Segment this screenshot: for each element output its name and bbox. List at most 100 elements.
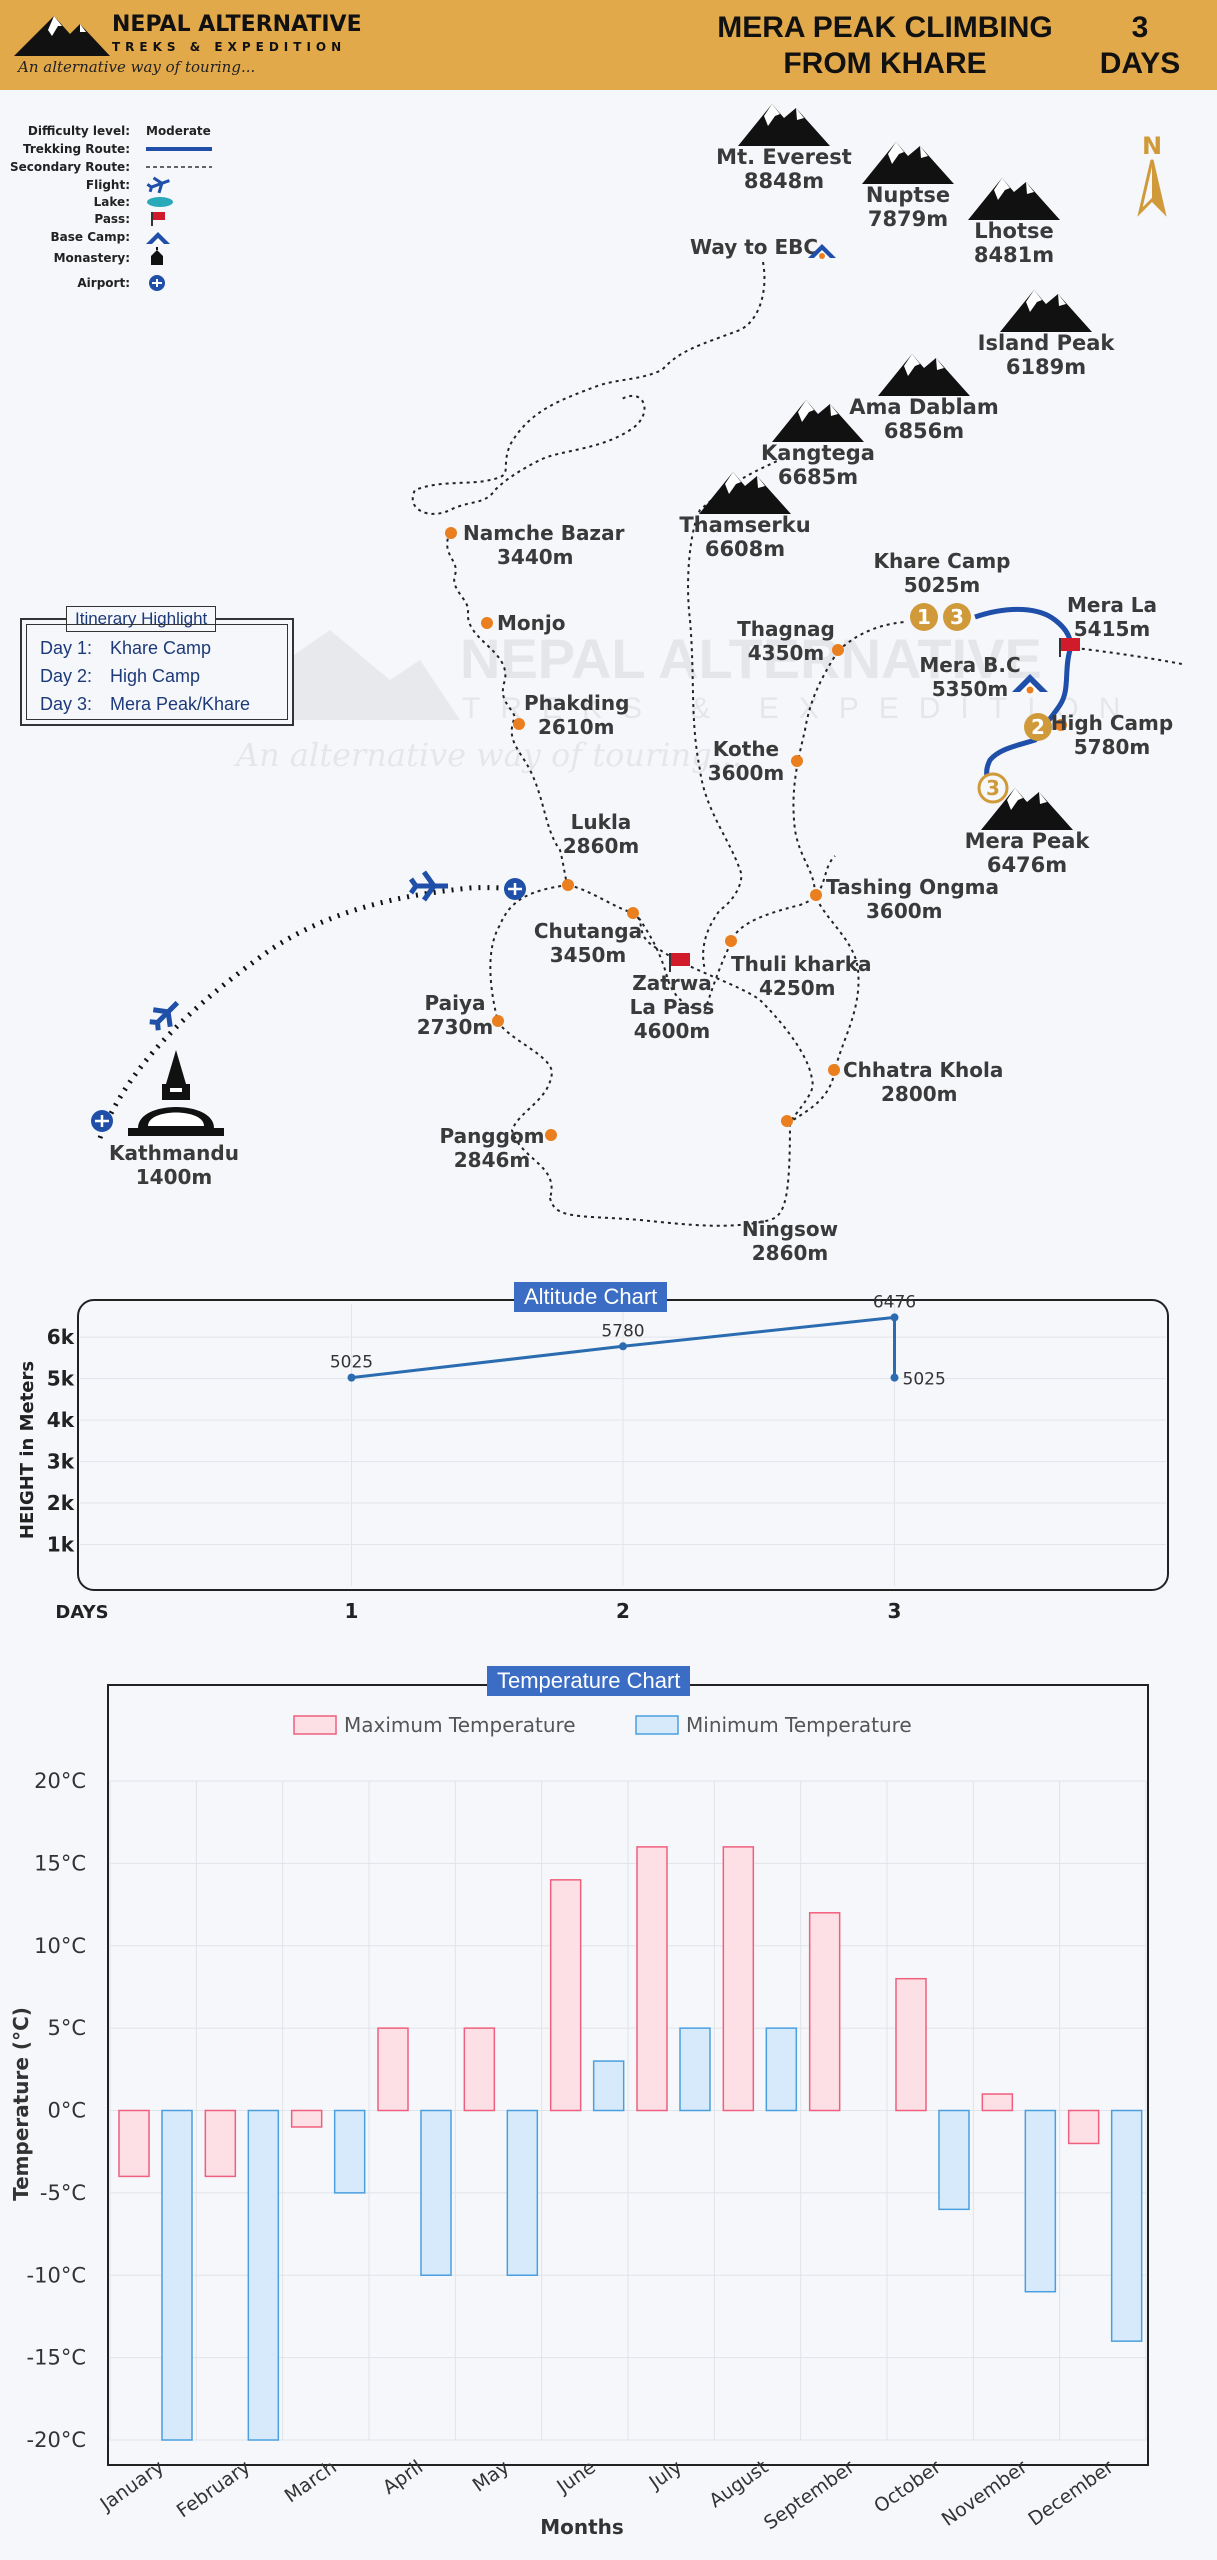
secondary-routes (97, 261, 1183, 1227)
stop-marker (445, 527, 457, 539)
stop-marker (627, 907, 639, 919)
max-temp-bar (981, 2093, 1014, 2112)
place-label: Kathmandu (109, 1141, 239, 1165)
place-label: Ningsow (742, 1217, 838, 1241)
plane-icon (149, 1000, 180, 1031)
stop-marker (828, 1064, 840, 1076)
altitude-data-label: 5025 (330, 1353, 373, 1373)
svg-text:Thamserku: Thamserku (679, 513, 810, 537)
svg-text:Mt. Everest: Mt. Everest (716, 145, 852, 169)
min-temp-bar (592, 2060, 625, 2112)
legend-label: Airport: (77, 276, 130, 290)
y-tick-label: 5°C (47, 2016, 86, 2040)
place-label: 4350m (748, 641, 825, 665)
min-temp-bar (765, 2027, 798, 2112)
svg-text:6476m: 6476m (987, 853, 1067, 877)
y-tick-label: 4k (47, 1408, 75, 1432)
day-markers: 1 3 2 3 (910, 603, 1052, 804)
x-tick-label: February (173, 2456, 255, 2522)
place-label: Tashing Ongma (826, 875, 999, 899)
legend-label: Monastery: (54, 251, 130, 265)
place-label: Kothe (713, 737, 779, 761)
north-arrow-icon: N (1137, 132, 1167, 217)
svg-text:An alternative way of touring.: An alternative way of touring... (233, 736, 742, 774)
place-label: 5350m (932, 677, 1009, 701)
brand-logo-mountain-icon (14, 16, 110, 56)
place-label: 5780m (1074, 735, 1151, 759)
route-stops (445, 527, 1067, 1141)
altitude-data-label: 5025 (903, 1370, 946, 1390)
itinerary-day-label: Day 2: (40, 666, 93, 686)
svg-text:3: 3 (950, 605, 964, 629)
place-label: 5025m (904, 573, 981, 597)
day-marker (1024, 713, 1052, 741)
itinerary-day-text: Mera Peak/Khare (110, 694, 251, 714)
lake-icon (147, 197, 173, 207)
max-temp-bar (204, 2109, 237, 2178)
min-temp-bar (938, 2109, 970, 2211)
day-marker (943, 603, 971, 631)
svg-text:2: 2 (1031, 715, 1045, 739)
svg-text:Kangtega: Kangtega (761, 441, 875, 465)
svg-text:3: 3 (986, 776, 1000, 800)
x-tick-label: March (281, 2456, 341, 2507)
y-tick-label: -5°C (40, 2181, 86, 2205)
svg-text:Mera Peak: Mera Peak (965, 829, 1091, 853)
temperature-y-axis-label: Temperature (°C) (9, 2007, 33, 2201)
stop-marker (481, 617, 493, 629)
max-temp-bar (1067, 2109, 1100, 2145)
place-label: Thuli kharka (731, 952, 872, 976)
legend-label: Flight: (86, 178, 130, 192)
legend-difficulty-value: Moderate (146, 124, 211, 138)
y-tick-label: -20°C (27, 2428, 86, 2452)
min-temp-bar (333, 2109, 366, 2194)
itinerary-day: Day 1:Khare Camp (40, 638, 211, 659)
peak-mera-peak: Mera Peak 6476m (965, 788, 1091, 877)
place-label: 3440m (497, 545, 574, 569)
tent-icon (1012, 674, 1048, 694)
title-line-2: FROM KHARE (783, 47, 987, 80)
altitude-point (890, 1313, 899, 1322)
temperature-chart-title: Temperature Chart (487, 1666, 691, 1696)
max-temp-bar (636, 1846, 668, 2112)
place-label: Panggom (439, 1124, 544, 1148)
x-tick-label: September (760, 2456, 859, 2534)
x-tick-label: 3 (888, 1599, 902, 1623)
place-label: Zatrwa (632, 971, 711, 995)
legend-label: Base Camp: (51, 230, 131, 244)
mountain-icon (862, 142, 954, 184)
max-temp-bar (290, 2109, 323, 2128)
y-tick-label: 5k (47, 1367, 75, 1391)
stop-marker (1055, 719, 1067, 731)
svg-text:8848m: 8848m (744, 169, 824, 193)
peak-island-peak: Island Peak 6189m (978, 290, 1115, 379)
itinerary-title: Itinerary Highlight (66, 606, 217, 632)
x-tick-label: June (552, 2456, 599, 2498)
svg-text:7879m: 7879m (868, 207, 948, 231)
legend-label: Difficulty level: (28, 124, 130, 138)
legend-swatch-max (293, 1715, 337, 1735)
title-days-label: DAYS (1099, 47, 1181, 80)
peak-kangtega: Kangtega 6685m (761, 400, 875, 489)
peak-mt-everest: Mt. Everest 8848m (716, 104, 852, 193)
svg-text:8481m: 8481m (974, 243, 1054, 267)
place-label: 3600m (866, 899, 943, 923)
itinerary-day: Day 2:High Camp (40, 666, 200, 687)
svg-text:TREKS & EXPEDITION: TREKS & EXPEDITION (462, 692, 1140, 725)
max-temp-bar (118, 2109, 150, 2178)
place-label: Lukla (571, 810, 632, 834)
x-tick-label: May (469, 2456, 514, 2497)
svg-text:1: 1 (917, 605, 931, 629)
peak-thamserku: Thamserku 6608m (679, 472, 811, 561)
day-marker (977, 772, 1009, 804)
brand-tagline: An alternative way of touring... (18, 58, 256, 76)
place-label: Monjo (497, 611, 565, 635)
flag-icon (669, 953, 690, 972)
place-label: 4250m (759, 976, 836, 1000)
y-tick-label: 6k (47, 1325, 75, 1349)
tent-icon (146, 232, 170, 244)
north-label: N (1142, 132, 1162, 160)
svg-text:Lhotse: Lhotse (974, 219, 1054, 243)
